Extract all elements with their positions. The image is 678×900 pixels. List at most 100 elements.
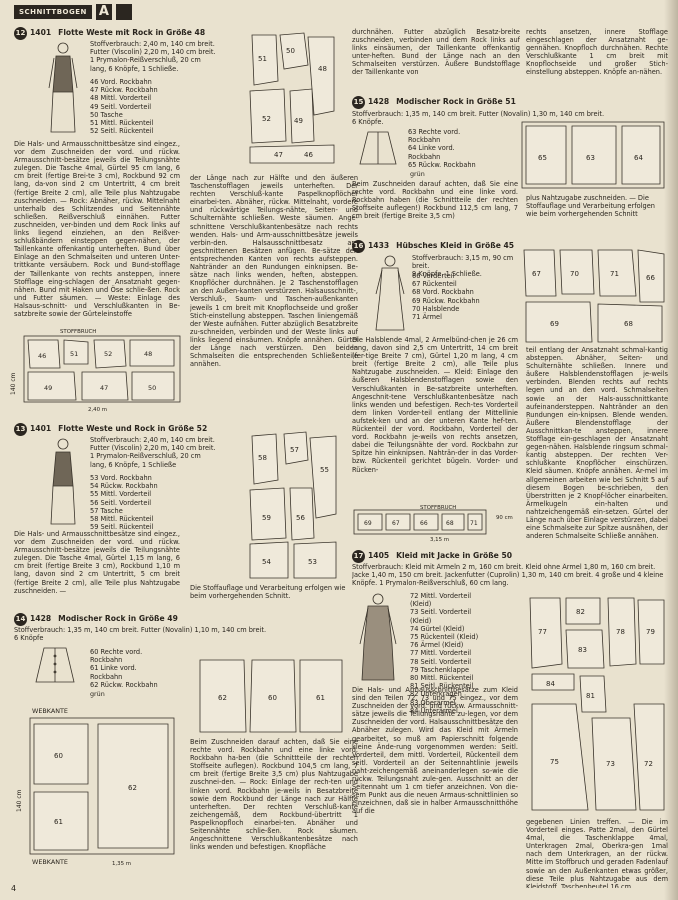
section-12-body: Die Hals- und Armausschnittbesätze sind … xyxy=(14,140,180,318)
svg-text:56: 56 xyxy=(296,514,305,522)
section-14-selvage-bottom: WEBKANTE xyxy=(32,858,68,866)
section-16-dress-illustration xyxy=(372,254,408,334)
svg-text:70: 70 xyxy=(570,270,579,278)
svg-text:48: 48 xyxy=(318,65,327,73)
svg-text:60: 60 xyxy=(268,694,277,702)
svg-text:51: 51 xyxy=(70,350,78,358)
svg-text:61: 61 xyxy=(316,694,325,702)
svg-text:68: 68 xyxy=(624,320,633,328)
svg-text:58: 58 xyxy=(258,454,267,462)
section-16-body: Die Halsblende 4mal, 2 Ärmelbünd-chen je… xyxy=(352,336,518,474)
section-14-specs: Stoffverbrauch: 1,35 m, 140 cm breit. Fu… xyxy=(14,626,267,643)
page-edge-shadow xyxy=(664,0,678,900)
section-13-specs: Stoffverbrauch: 2,40 m, 140 cm breit. Fu… xyxy=(90,436,216,469)
section-17-outfit-illustration xyxy=(356,592,400,684)
svg-text:67: 67 xyxy=(532,270,541,278)
section-15-skirt-illustration xyxy=(356,130,400,168)
section-15-code: 1428 xyxy=(368,97,390,107)
svg-text:47: 47 xyxy=(100,384,108,392)
svg-text:57: 57 xyxy=(290,446,299,454)
section-15-title: 15 1428 Modischer Rock in Größe 51 xyxy=(352,96,516,109)
svg-text:84: 84 xyxy=(546,680,555,688)
svg-text:81: 81 xyxy=(586,692,595,700)
header-label: SCHNITTBOGEN xyxy=(14,5,92,19)
page-number: 4 xyxy=(11,884,17,893)
svg-text:47: 47 xyxy=(274,151,283,159)
section-16-fabric-fold: STOFFBRUCH xyxy=(420,505,457,511)
section-12-code: 1401 xyxy=(30,28,52,38)
svg-text:48: 48 xyxy=(144,350,152,358)
svg-text:53: 53 xyxy=(308,558,317,566)
section-16-number: 16 xyxy=(352,240,365,253)
svg-text:50: 50 xyxy=(148,384,156,392)
svg-text:71: 71 xyxy=(470,520,478,527)
section-14-heading: Modischer Rock in Größe 49 xyxy=(58,614,178,624)
svg-text:66: 66 xyxy=(646,274,655,282)
svg-text:60: 60 xyxy=(54,752,63,760)
svg-text:77: 77 xyxy=(538,628,547,636)
section-14-body-continued: durchnähen. Futter abzüglich Besatz-brei… xyxy=(352,28,520,77)
section-12-fabric-width: 140 cm xyxy=(10,372,17,395)
section-12-body-continued: der Länge nach zur Hälfte und den äußere… xyxy=(190,174,358,369)
section-14-legend: grün xyxy=(90,690,105,698)
section-14-number: 14 xyxy=(14,613,27,626)
section-15-pieces: 63 Rechte vord. Rockbahn 64 Linke vord. … xyxy=(408,128,476,169)
section-14-selvage-top: WEBKANTE xyxy=(32,707,68,715)
section-13-heading: Flotte Weste und Rock in Größe 52 xyxy=(58,424,208,434)
section-14-body: Beim Zuschneiden darauf achten, daß Sie … xyxy=(190,738,358,852)
svg-text:46: 46 xyxy=(38,352,46,360)
svg-text:55: 55 xyxy=(320,466,329,474)
svg-text:78: 78 xyxy=(616,628,625,636)
section-12-fabric-fold: STOFFBRUCH xyxy=(60,329,97,335)
section-13-pattern-pieces: 58 57 55 59 56 54 53 xyxy=(244,430,340,580)
section-13-garment-illustration xyxy=(44,436,82,528)
section-15-legend: grün xyxy=(410,170,425,178)
section-17-number: 17 xyxy=(352,550,365,563)
svg-text:69: 69 xyxy=(364,520,372,527)
page-header: SCHNITTBOGEN A xyxy=(14,4,132,20)
svg-text:63: 63 xyxy=(586,154,595,162)
svg-text:59: 59 xyxy=(262,514,271,522)
section-13-code: 1401 xyxy=(30,424,52,434)
svg-text:49: 49 xyxy=(44,384,52,392)
section-17-heading: Kleid mit Jacke in Größe 50 xyxy=(396,551,513,561)
section-14-pieces: 60 Rechte vord. Rockbahn 61 Linke vord. … xyxy=(90,648,158,689)
svg-text:72: 72 xyxy=(644,760,653,768)
section-16-code: 1433 xyxy=(368,241,390,251)
section-17-body: Die Hals- und Armausschnittbesätze zum K… xyxy=(352,686,518,816)
svg-text:52: 52 xyxy=(262,115,271,123)
section-12-heading: Flotte Weste mit Rock in Größe 48 xyxy=(58,28,206,38)
section-12-garment-illustration xyxy=(44,40,82,136)
svg-text:65: 65 xyxy=(538,154,547,162)
section-16-body-continued: teil entlang der Ansatznaht schmal-kanti… xyxy=(526,346,668,541)
svg-text:49: 49 xyxy=(294,117,303,125)
svg-text:68: 68 xyxy=(446,520,454,527)
section-14-code: 1428 xyxy=(30,614,52,624)
section-13-pieces: 53 Vord. Rockbahn 54 Rückw. Rockbahn 55 … xyxy=(90,474,158,532)
section-15-number: 15 xyxy=(352,96,365,109)
svg-text:61: 61 xyxy=(54,818,63,826)
section-12-specs: Stoffverbrauch: 2,40 m, 140 cm breit. Fu… xyxy=(90,40,216,73)
section-16-fabric-width: 90 cm xyxy=(496,515,513,521)
section-14-fabric-width: 140 cm xyxy=(16,789,23,812)
svg-text:66: 66 xyxy=(420,520,428,527)
svg-text:54: 54 xyxy=(262,558,271,566)
svg-text:75: 75 xyxy=(550,758,559,766)
section-15-specs: Stoffverbrauch: 1,35 m, 140 cm breit. Fu… xyxy=(352,110,605,127)
section-14-title: 14 1428 Modischer Rock in Größe 49 xyxy=(14,613,178,626)
section-13-body: Die Hals- und Armausschnittbesätze sind … xyxy=(14,530,180,595)
svg-text:46: 46 xyxy=(304,151,313,159)
section-14-fabric-length: 1,35 m xyxy=(112,861,131,867)
section-17-pieces: 72 Mittl. Vorderteil (Kleid) 73 Seitl. V… xyxy=(410,592,479,715)
header-box xyxy=(115,4,132,20)
section-15-note: plus Nahtzugabe zuschneiden. — Die Stoff… xyxy=(526,194,655,219)
section-13-note: Die Stoffauflage und Verarbeitung erfolg… xyxy=(190,584,346,601)
section-17-specs: Stoffverbrauch: Kleid mit Ärmeln 2 m, 16… xyxy=(352,563,664,588)
svg-text:73: 73 xyxy=(606,760,615,768)
svg-text:79: 79 xyxy=(646,628,655,636)
